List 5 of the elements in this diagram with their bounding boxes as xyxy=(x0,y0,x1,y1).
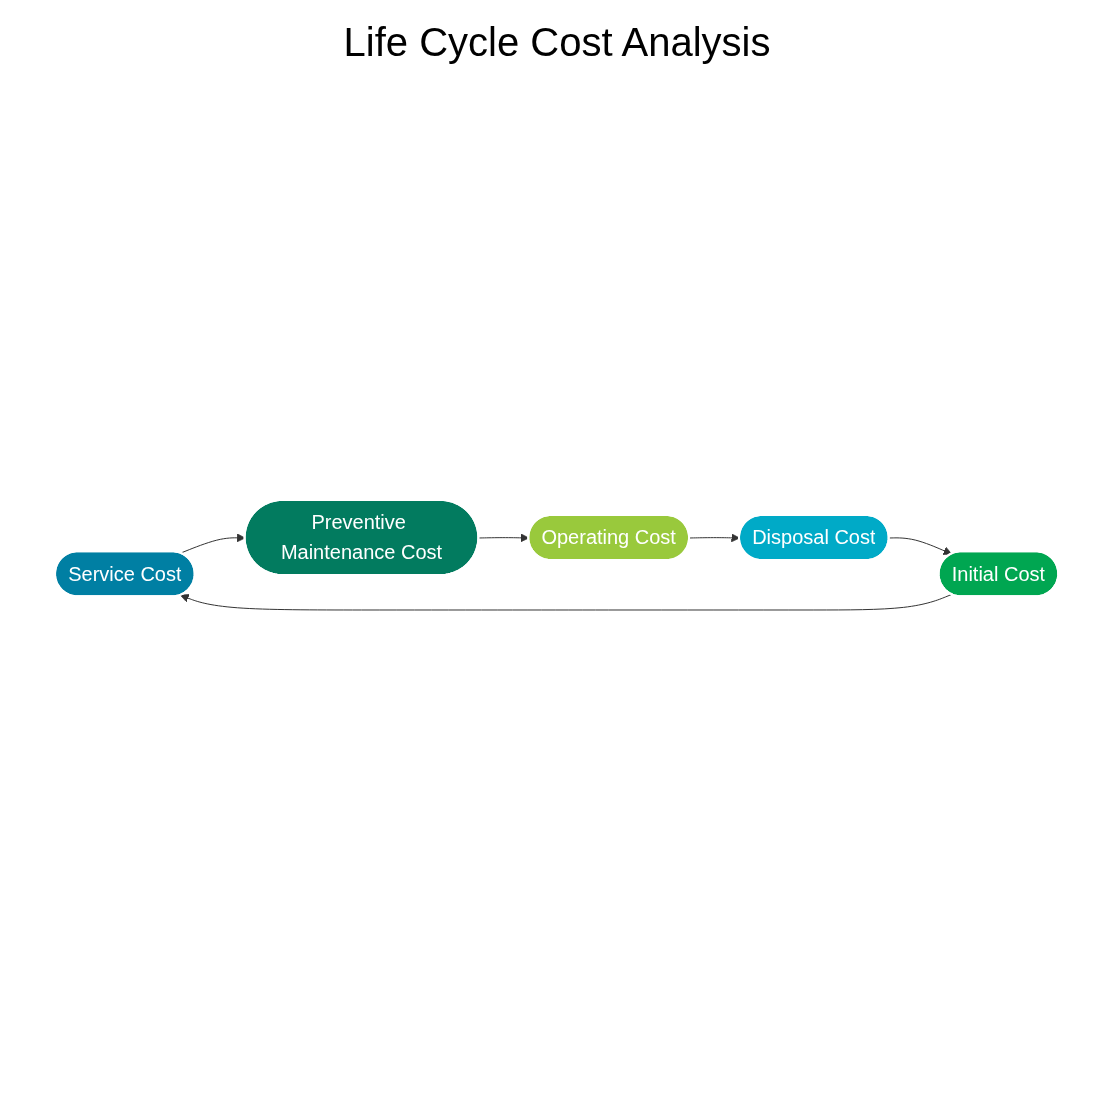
arrow xyxy=(478,533,530,543)
diagram-title: Life Cycle Cost Analysis xyxy=(343,20,771,65)
arrow xyxy=(889,537,953,555)
arrow xyxy=(180,593,953,611)
arrow xyxy=(180,533,246,554)
